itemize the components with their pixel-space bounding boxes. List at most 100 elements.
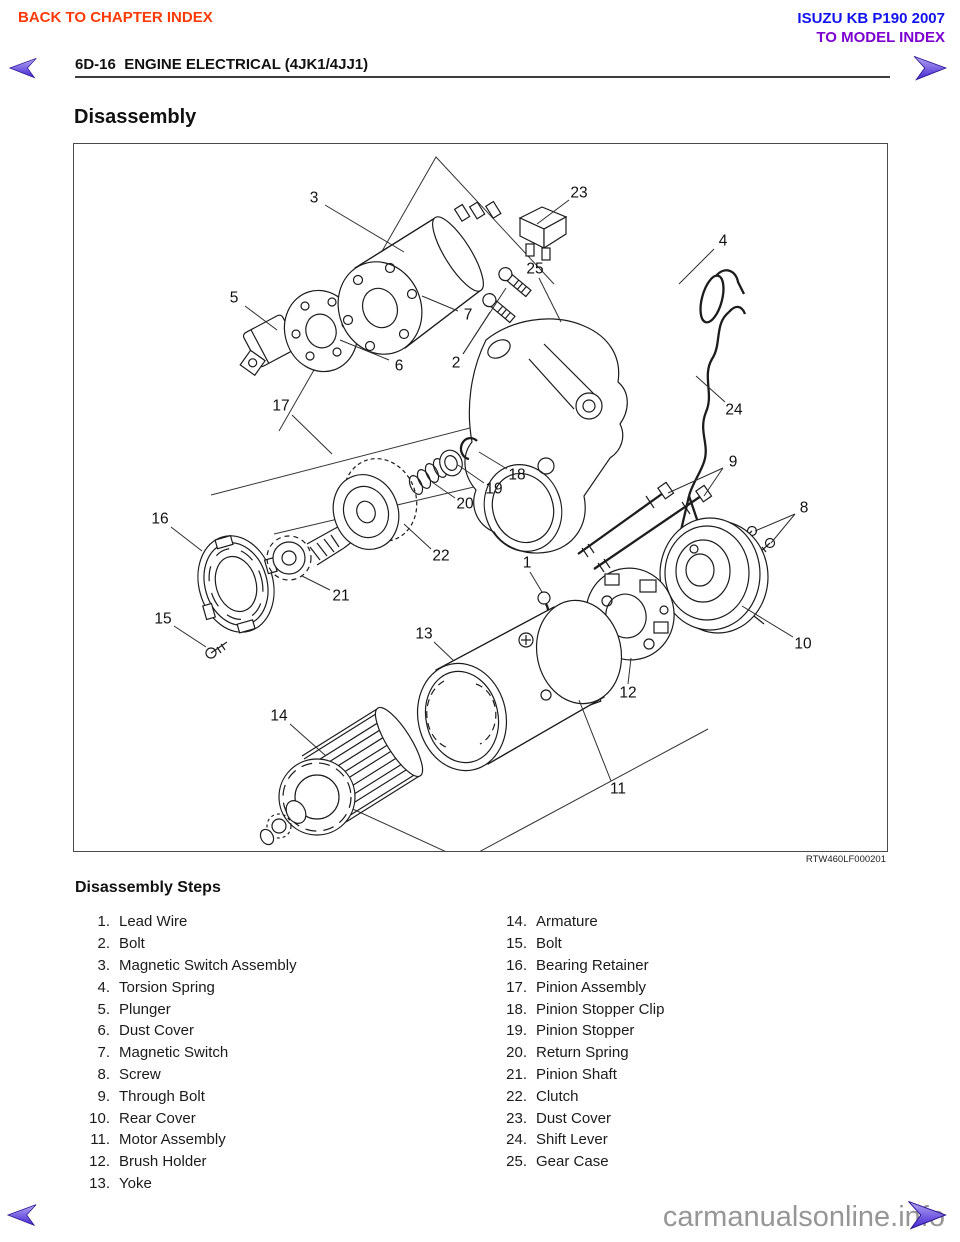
step-number: 24.	[506, 1131, 527, 1149]
step-label: Pinion Assembly	[536, 978, 647, 996]
step-label: Dust Cover	[119, 1022, 195, 1040]
leader-line	[289, 723, 327, 757]
leader-line	[457, 464, 485, 484]
step-number: 4.	[97, 978, 110, 996]
callout-9: 9	[729, 454, 738, 471]
step-label: Pinion Stopper Clip	[536, 1000, 665, 1018]
callout-14: 14	[270, 708, 288, 725]
step-item: 4. Torsion Spring	[80, 976, 297, 998]
callout-15: 15	[154, 611, 171, 628]
armature-drawing	[259, 706, 424, 846]
step-item: 2.Bolt	[80, 933, 297, 955]
step-item: 10. Rear Cover	[80, 1107, 297, 1129]
to-model-index-link[interactable]: TO MODEL INDEX	[816, 29, 945, 46]
step-label: Return Spring	[536, 1044, 629, 1062]
pinion-stopper-drawing	[439, 449, 463, 477]
step-item: 20.Return Spring	[497, 1042, 664, 1064]
gear-case-drawing	[464, 318, 628, 554]
step-item: 18.Pinion Stopper Clip	[497, 998, 664, 1020]
callout-17: 17	[272, 398, 289, 415]
step-number: 11.	[90, 1131, 110, 1149]
callout-16: 16	[151, 511, 168, 528]
leader-line	[301, 575, 331, 591]
step-label: Lead Wire	[119, 913, 188, 931]
leader-line	[431, 481, 456, 499]
prev-page-arrow-top-icon[interactable]	[8, 55, 38, 81]
step-label: Brush Holder	[119, 1153, 207, 1171]
step-item: 16.Bearing Retainer	[497, 955, 664, 977]
step-item: 12. Brush Holder	[80, 1151, 297, 1173]
step-item: 14.Armature	[497, 911, 664, 933]
step-number: 23.	[506, 1109, 527, 1127]
leader-line	[478, 451, 508, 470]
step-number: 5.	[97, 1000, 110, 1018]
isuzu-model-title-link[interactable]: ISUZU KB P190 2007	[797, 10, 945, 27]
step-item: 22.Clutch	[497, 1085, 664, 1107]
step-label: Screw	[119, 1065, 161, 1083]
callout-2: 2	[452, 355, 461, 372]
next-page-arrow-bottom-icon[interactable]	[906, 1198, 948, 1232]
callout-19: 19	[485, 481, 502, 498]
step-item: 6. Dust Cover	[80, 1020, 297, 1042]
pinion-gear-drawing	[266, 535, 312, 581]
step-number: 6.	[97, 1022, 110, 1040]
through-bolts-drawing	[577, 481, 713, 573]
leader-line	[703, 467, 724, 497]
step-label: Yoke	[119, 1174, 152, 1192]
step-number: 8.	[97, 1065, 110, 1083]
back-to-chapter-link[interactable]: BACK TO CHAPTER INDEX	[18, 9, 213, 26]
step-label: Through Bolt	[119, 1087, 205, 1105]
step-item: 21.Pinion Shaft	[497, 1064, 664, 1086]
leader-line	[324, 204, 405, 253]
next-page-arrow-top-icon[interactable]	[912, 53, 948, 83]
rear-cover-drawing	[659, 517, 769, 634]
step-label: Torsion Spring	[119, 978, 215, 996]
step-label: Plunger	[119, 1000, 171, 1018]
leader-line	[695, 375, 726, 403]
callout-3: 3	[310, 190, 319, 207]
prev-page-arrow-bottom-icon[interactable]	[6, 1202, 38, 1228]
step-label: Magnetic Switch Assembly	[119, 956, 297, 974]
torsion-spring-drawing	[699, 269, 746, 324]
step-number: 7.	[97, 1044, 110, 1062]
step-number: 3.	[97, 956, 110, 974]
leader-line	[421, 295, 459, 312]
callout-7: 7	[464, 307, 473, 324]
step-label: Bolt	[536, 935, 562, 953]
callout-12: 12	[619, 685, 636, 702]
callout-23: 23	[570, 185, 587, 202]
callout-5: 5	[230, 290, 239, 307]
leader-line	[291, 414, 333, 455]
step-label: Gear Case	[536, 1153, 609, 1171]
leader-line	[578, 699, 612, 782]
leader-line	[462, 287, 507, 355]
step-label: Rear Cover	[119, 1109, 196, 1127]
step-item: 19.Pinion Stopper	[497, 1020, 664, 1042]
step-number: 13.	[89, 1174, 110, 1192]
step-number: 2.	[97, 935, 110, 953]
figure-code: RTW460LF000201	[805, 854, 886, 865]
leader-line	[403, 523, 432, 550]
callout-13: 13	[415, 626, 432, 643]
page-title: Disassembly	[74, 106, 197, 128]
step-number: 22.	[506, 1087, 527, 1105]
top-right-links: ISUZU KB P190 2007 TO MODEL INDEX	[797, 9, 945, 47]
step-item: 1.Lead Wire	[80, 911, 297, 933]
callout-6: 6	[395, 358, 404, 375]
step-number: 12.	[89, 1153, 110, 1171]
callout-21: 21	[332, 588, 349, 605]
step-number: 10.	[89, 1109, 110, 1127]
leader-line	[754, 513, 796, 532]
leader-line	[627, 657, 632, 685]
section-header: 6D-16 ENGINE ELECTRICAL (4JK1/4JJ1)	[75, 56, 369, 73]
leader-line	[536, 199, 570, 225]
step-number: 25.	[506, 1153, 527, 1171]
callout-25: 25	[526, 261, 543, 278]
leader-line	[678, 248, 715, 285]
callout-18: 18	[508, 467, 525, 484]
